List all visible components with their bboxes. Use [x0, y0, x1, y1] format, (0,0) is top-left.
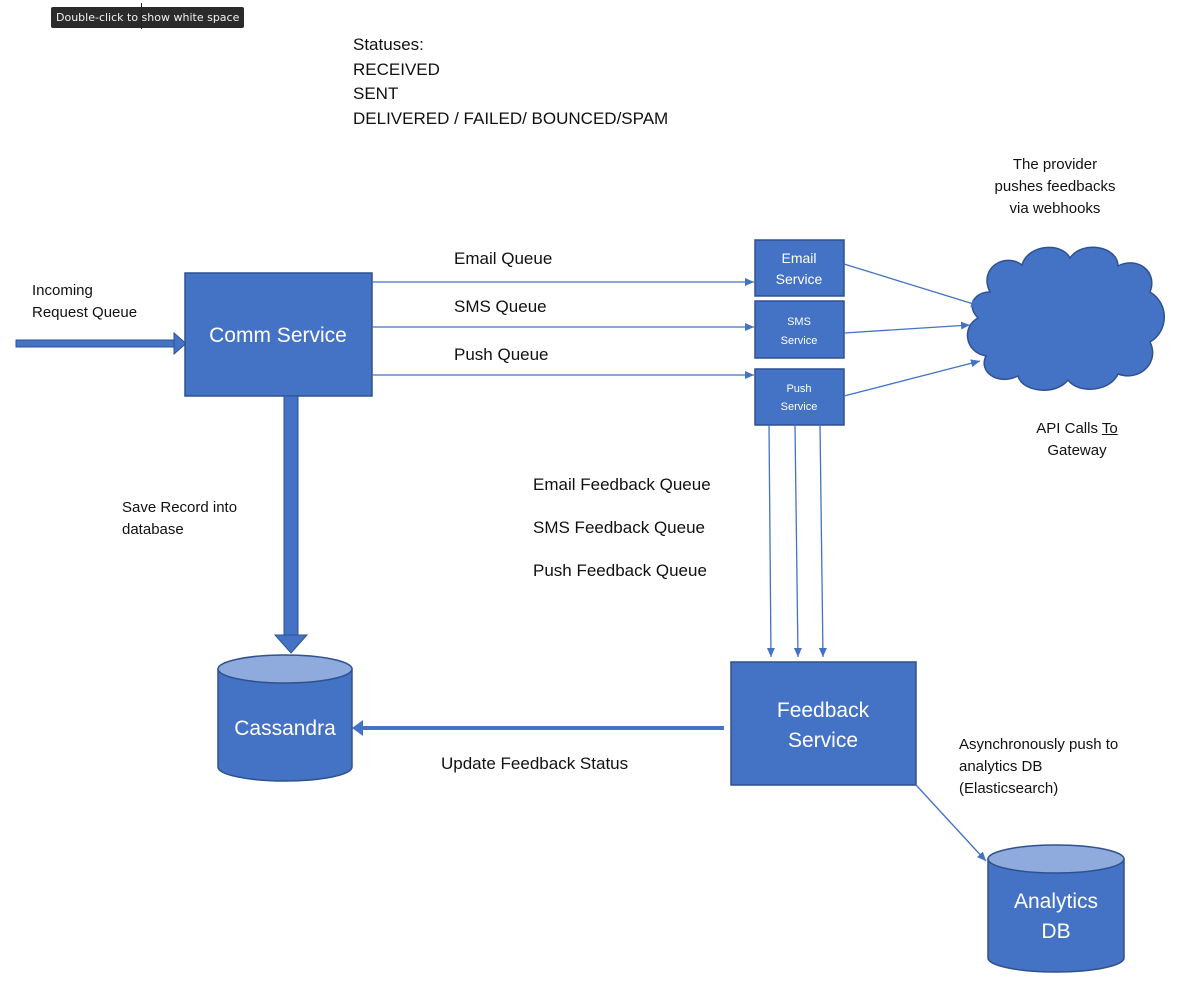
- analytics-db-label-1: Analytics: [1014, 890, 1098, 913]
- whitespace-tooltip: Double-click to show white space: [51, 7, 245, 28]
- analytics-db-label-2: DB: [1041, 920, 1070, 943]
- gateway-label-link: To: [1101, 420, 1118, 437]
- email-service-box[interactable]: [754, 239, 845, 297]
- save-record-arrow: [273, 395, 309, 654]
- comm-service-label: Comm Service: [209, 324, 347, 347]
- comm-service-box[interactable]: [184, 272, 373, 397]
- email-feedback-queue-label: Email Feedback Queue: [533, 475, 711, 494]
- sms-service-label-2: Service: [781, 335, 818, 347]
- gateway-label-1: API Calls To: [1017, 418, 1137, 440]
- analytics-arrow: [915, 784, 987, 862]
- provider-note: The provider pushes feedbacks via webhoo…: [980, 154, 1130, 220]
- cassandra-label: Cassandra: [234, 717, 336, 740]
- feedback-service-box[interactable]: [730, 661, 917, 786]
- analytics-db[interactable]: [987, 844, 1125, 973]
- save-record-label-2: database: [122, 521, 184, 538]
- async-note-2: analytics DB: [959, 758, 1043, 775]
- push-feedback-queue-label: Push Feedback Queue: [533, 561, 707, 580]
- provider-note-1: The provider: [1012, 156, 1098, 173]
- async-note-1: Asynchronously push to: [959, 736, 1119, 753]
- push-feedback-arrow: [818, 424, 827, 658]
- cassandra-db[interactable]: [217, 654, 353, 782]
- update-status-arrow: [352, 720, 724, 736]
- sms-to-gateway-arrow: [843, 321, 971, 334]
- incoming-arrow: [15, 331, 187, 356]
- sms-queue-label: SMS Queue: [454, 297, 547, 316]
- status-sent: SENT: [353, 84, 399, 103]
- gateway-cloud-icon: [966, 246, 1165, 391]
- push-to-gateway-arrow: [843, 359, 981, 397]
- email-service-label-2: Service: [776, 271, 823, 287]
- update-status-label: Update Feedback Status: [441, 754, 629, 773]
- incoming-label-1: Incoming: [32, 282, 93, 299]
- statuses-heading: Statuses:: [353, 35, 424, 54]
- save-record-label-1: Save Record into: [122, 499, 238, 516]
- statuses-note: Statuses: RECEIVED SENT DELIVERED / FAIL…: [353, 33, 668, 131]
- sms-feedback-arrow: [793, 424, 802, 658]
- text-cursor: [141, 3, 142, 29]
- push-service-label-2: Service: [781, 401, 818, 413]
- sms-service-box[interactable]: [754, 300, 845, 359]
- sms-feedback-queue-label: SMS Feedback Queue: [533, 518, 705, 537]
- feedback-service-label-2: Service: [788, 729, 858, 752]
- push-service-label-1: Push: [786, 383, 811, 395]
- status-delivered: DELIVERED / FAILED/ BOUNCED/SPAM: [353, 108, 669, 128]
- gateway-label: API Calls To Gateway: [1017, 418, 1137, 462]
- save-record-label: Save Record into database: [122, 497, 237, 541]
- feedback-service-label-1: Feedback: [777, 699, 870, 722]
- provider-note-3: via webhooks: [1009, 200, 1101, 217]
- async-note: Asynchronously push to analytics DB (Ela…: [959, 734, 1118, 800]
- gateway-label-prefix: API Calls: [1036, 420, 1102, 437]
- incoming-label: Incoming Request Queue: [32, 280, 137, 324]
- email-queue-label: Email Queue: [454, 249, 553, 268]
- gateway-label-2: Gateway: [1047, 442, 1107, 459]
- email-feedback-arrow: [766, 424, 775, 658]
- status-received: RECEIVED: [353, 59, 440, 79]
- email-service-label-1: Email: [781, 250, 816, 266]
- async-note-3: (Elasticsearch): [959, 780, 1059, 797]
- push-service-box[interactable]: [754, 368, 845, 426]
- email-to-gateway-arrow: [843, 263, 981, 308]
- provider-note-2: pushes feedbacks: [994, 178, 1116, 195]
- sms-service-label-1: SMS: [787, 316, 811, 328]
- incoming-label-2: Request Queue: [32, 304, 138, 321]
- push-queue-label: Push Queue: [454, 345, 549, 364]
